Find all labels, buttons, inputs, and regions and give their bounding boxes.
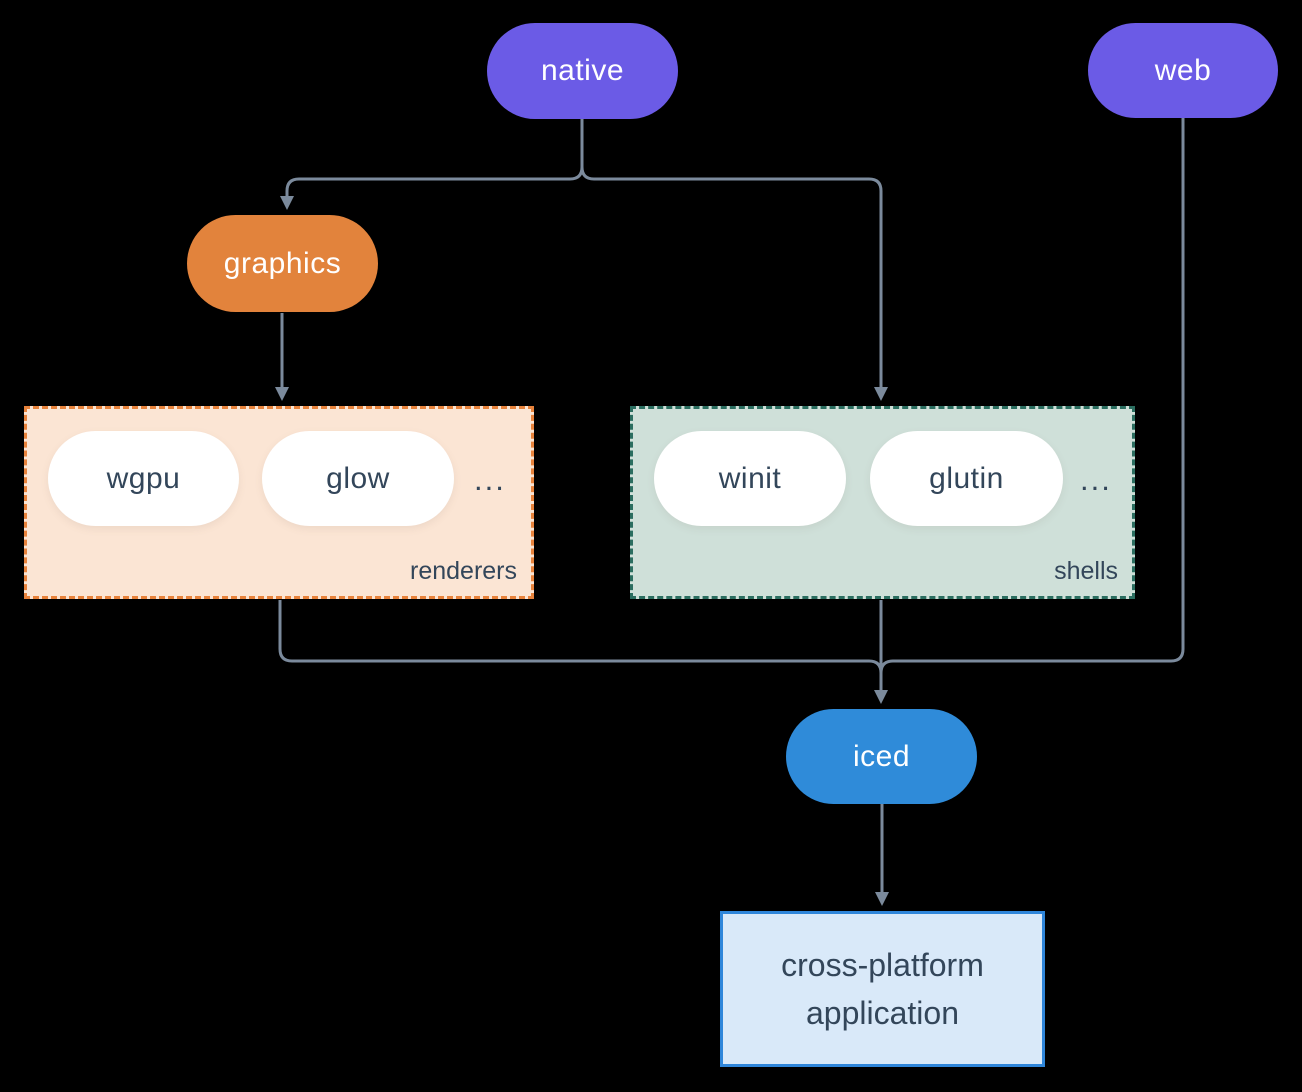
node-graphics-label: graphics: [223, 246, 342, 280]
pill-wgpu: wgpu: [48, 431, 239, 526]
group-renderers-label: renderers: [410, 557, 517, 585]
node-iced: iced: [786, 709, 977, 804]
edge-native-to-shells: [580, 166, 888, 401]
node-native-label: native: [540, 54, 625, 87]
pill-winit: winit: [654, 431, 846, 526]
pill-glow: glow: [262, 431, 454, 526]
node-web-label: web: [1154, 53, 1212, 87]
pill-glow-label: glow: [326, 461, 390, 495]
node-web: web: [1088, 23, 1278, 118]
pill-winit-label: winit: [718, 461, 782, 495]
edge-renderers-to-merge: [278, 600, 883, 674]
shells-ellipsis: ...: [1080, 462, 1112, 497]
node-iced-label: iced: [852, 739, 911, 773]
node-native: native: [487, 23, 678, 119]
node-graphics: graphics: [187, 215, 378, 312]
group-shells-label: shells: [1054, 557, 1118, 585]
node-application-line1: cross-platform: [781, 947, 984, 983]
pill-glutin-label: glutin: [929, 461, 1004, 495]
node-application-line2: application: [806, 995, 959, 1031]
node-application: cross-platform application: [720, 911, 1045, 1067]
pill-glutin: glutin: [870, 431, 1063, 526]
edge-web-to-merge: [879, 118, 1185, 674]
pill-wgpu-label: wgpu: [106, 461, 181, 495]
edge-native-to-graphics: [280, 166, 584, 210]
renderers-ellipsis: ...: [474, 462, 506, 497]
